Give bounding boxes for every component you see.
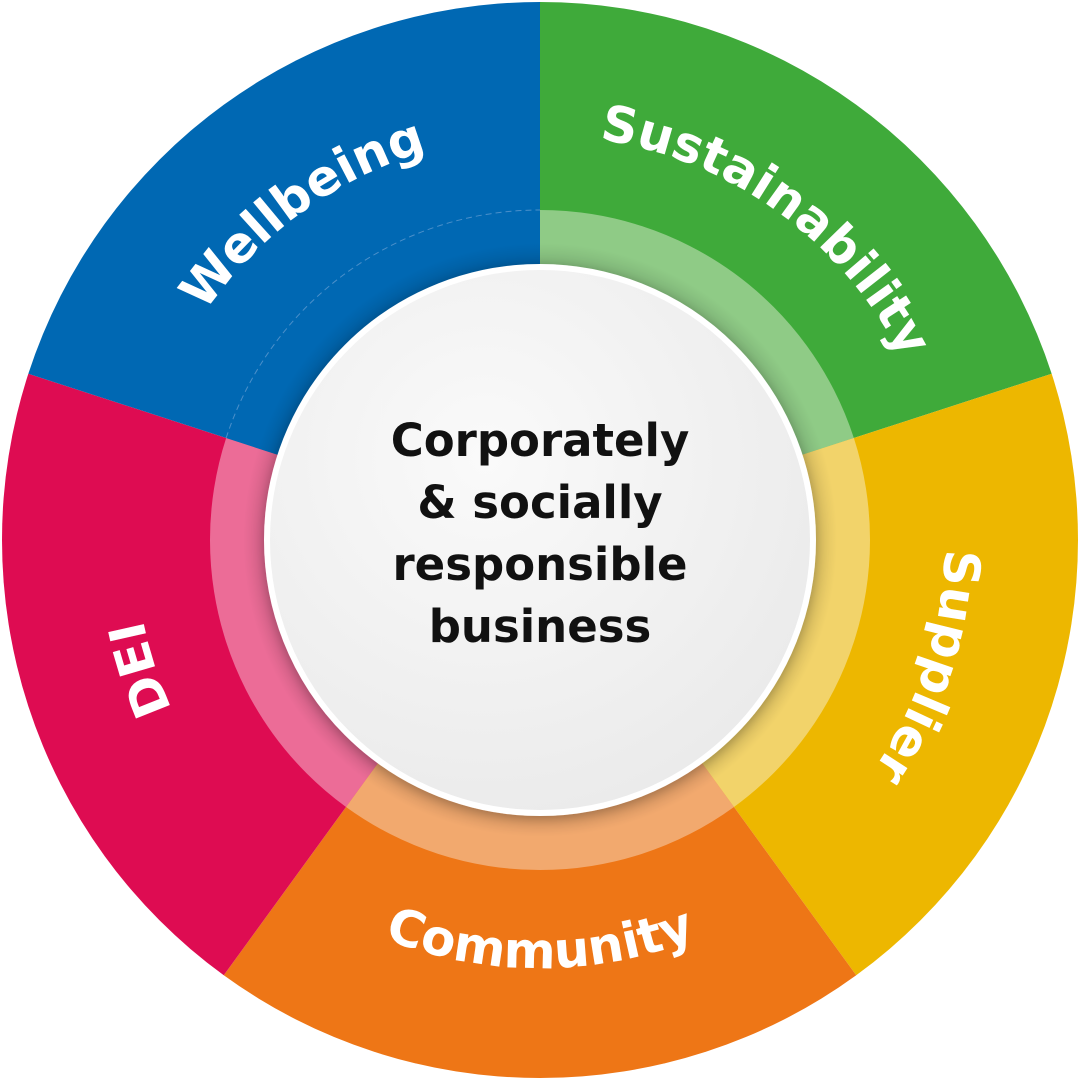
center-title-line-2: & socially [417,476,663,529]
center-title-line-3: responsible [392,538,688,591]
center-title-line-4: business [428,600,652,653]
center-title: Corporately & socially responsible busin… [290,410,790,658]
center-circle [264,264,816,816]
center-title-line-1: Corporately [390,414,690,467]
ring-wellbeing-edge [225,209,541,439]
